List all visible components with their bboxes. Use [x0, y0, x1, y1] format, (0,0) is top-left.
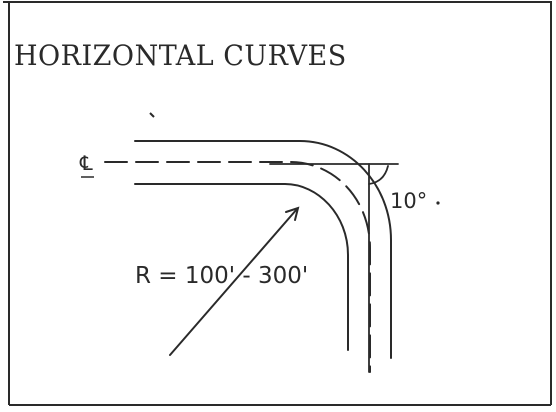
- border: [3, 1, 552, 406]
- stray-mark: [149, 112, 155, 118]
- radius-arrow-head: [285, 206, 300, 221]
- angle-label-dot: [436, 201, 440, 205]
- angle-arc: [368, 165, 389, 185]
- angle-label: 10°: [390, 189, 427, 213]
- centerline-symbol: ℄: [79, 151, 93, 175]
- radius-label: R = 100' - 300': [135, 263, 308, 289]
- road-outer-edge: [134, 140, 392, 359]
- road-inner-edge: [134, 183, 349, 351]
- page-title: HORIZONTAL CURVES: [14, 40, 347, 73]
- road-centerline: [104, 161, 371, 373]
- radius-arrow-line: [169, 208, 298, 356]
